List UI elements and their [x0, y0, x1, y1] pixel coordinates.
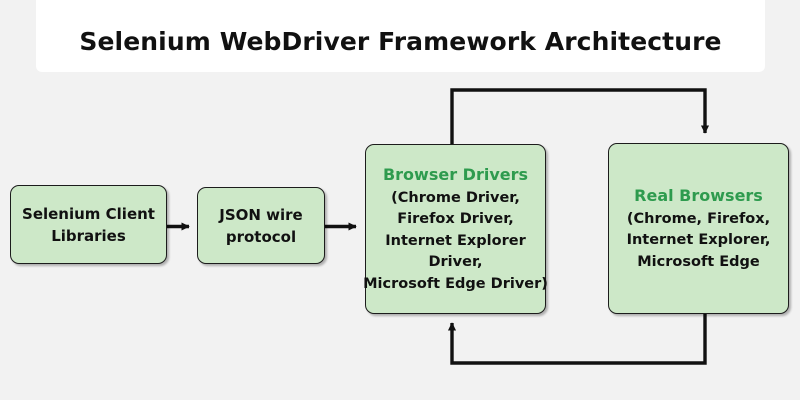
arrow-drivers-to-browsers [450, 88, 710, 144]
node-line: JSON wire [219, 205, 303, 224]
node-line: (Chrome Driver, [391, 189, 520, 206]
node-selenium-client-libraries[interactable]: Selenium Client Libraries [10, 185, 167, 264]
node-line: Libraries [51, 226, 126, 245]
node-heading: Browser Drivers [382, 164, 529, 184]
node-line: Internet Explorer, [626, 232, 771, 249]
node-line: Microsoft Edge Driver) [363, 275, 548, 292]
title-banner: Selenium WebDriver Framework Architectur… [36, 0, 765, 72]
page-title: Selenium WebDriver Framework Architectur… [79, 27, 722, 56]
node-line: Driver, [428, 254, 483, 271]
node-line: Firefox Driver, [397, 211, 514, 228]
node-real-browsers[interactable]: Real Browsers (Chrome, Firefox, Internet… [608, 143, 789, 314]
node-line: Selenium Client [22, 204, 155, 223]
node-browser-drivers[interactable]: Browser Drivers (Chrome Driver, Firefox … [363, 144, 548, 314]
node-line: Internet Explorer [385, 232, 526, 249]
node-line: protocol [225, 227, 297, 246]
node-line: Microsoft Edge [637, 253, 760, 270]
arrow-browsers-to-drivers [447, 314, 707, 365]
node-json-wire-protocol[interactable]: JSON wire protocol [197, 187, 325, 264]
node-line: (Chrome, Firefox, [626, 210, 771, 227]
node-heading: Real Browsers [634, 185, 763, 205]
